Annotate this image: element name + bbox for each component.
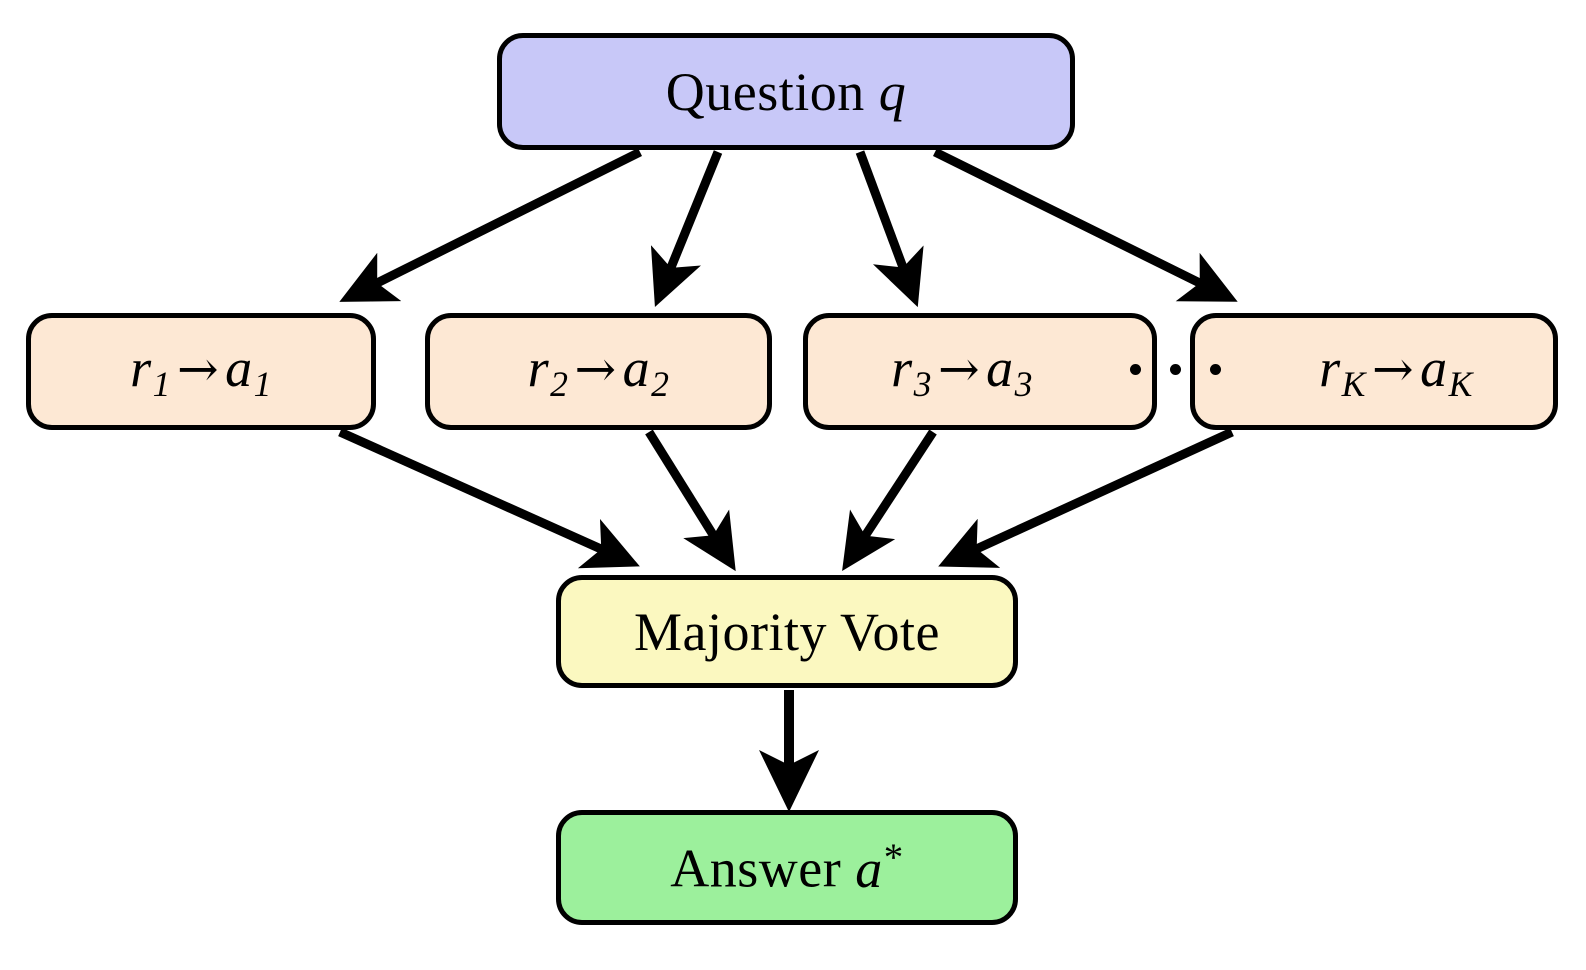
edge-r3-to-majority [842,429,937,572]
node-rk-lhs: r [1319,337,1341,398]
node-majority-vote[interactable]: Majority Vote [556,575,1018,688]
node-r1[interactable]: r1→a1 [26,313,376,430]
node-r1-label: r1→a1 [130,341,272,403]
edge-r2-to-majority [645,429,736,572]
node-r3-lhs: r [891,337,913,398]
node-question-symbol: q [878,61,907,122]
edge-question-to-r1 [339,147,643,302]
node-r2-lhs: r [527,337,550,398]
ellipsis-dot-1 [1130,364,1141,375]
ellipsis-dot-2 [1170,364,1181,375]
node-r2-lhs-sub: 2 [550,363,569,404]
node-answer-symbol: a [855,838,883,899]
edge-question-to-rk [933,147,1238,302]
node-rk[interactable]: rK→aK [1190,313,1558,430]
node-answer-text: Answer [670,838,842,899]
node-r2-rhs: a [622,337,651,398]
edge-r1-to-majority [338,427,640,569]
rightarrow-icon: → [1371,339,1415,398]
node-question-text: Question [665,61,865,122]
node-rk-label: rK→aK [1319,341,1473,403]
node-rk-lhs-sub: K [1341,363,1366,404]
node-r2-label: r2→a2 [528,341,670,403]
node-r3-lhs-sub: 3 [913,363,932,404]
node-r2-rhs-sub: 2 [651,363,670,404]
edge-rk-to-majority [938,427,1234,568]
node-r3-rhs: a [986,337,1014,398]
ellipsis-dot-3 [1210,364,1221,375]
node-r1-lhs-sub: 1 [152,363,171,404]
node-majority-vote-label: Majority Vote [633,601,940,662]
node-r1-rhs: a [225,337,253,398]
node-rk-rhs-sub: K [1448,363,1473,404]
node-r3[interactable]: r3→a3 [803,313,1157,430]
rightarrow-icon: → [574,339,617,398]
node-r2[interactable]: r2→a2 [425,313,772,430]
node-r3-rhs-sub: 3 [1014,363,1033,404]
edge-question-to-r3 [855,150,924,308]
rightarrow-icon: → [176,339,220,398]
node-r3-label: r3→a3 [891,341,1033,403]
node-rk-rhs: a [1420,337,1448,398]
rightarrow-icon: → [937,339,981,398]
edge-question-to-r2 [650,150,723,308]
node-r1-rhs-sub: 1 [253,363,272,404]
node-r1-lhs: r [130,337,152,398]
node-answer-superscript: * [883,836,904,880]
